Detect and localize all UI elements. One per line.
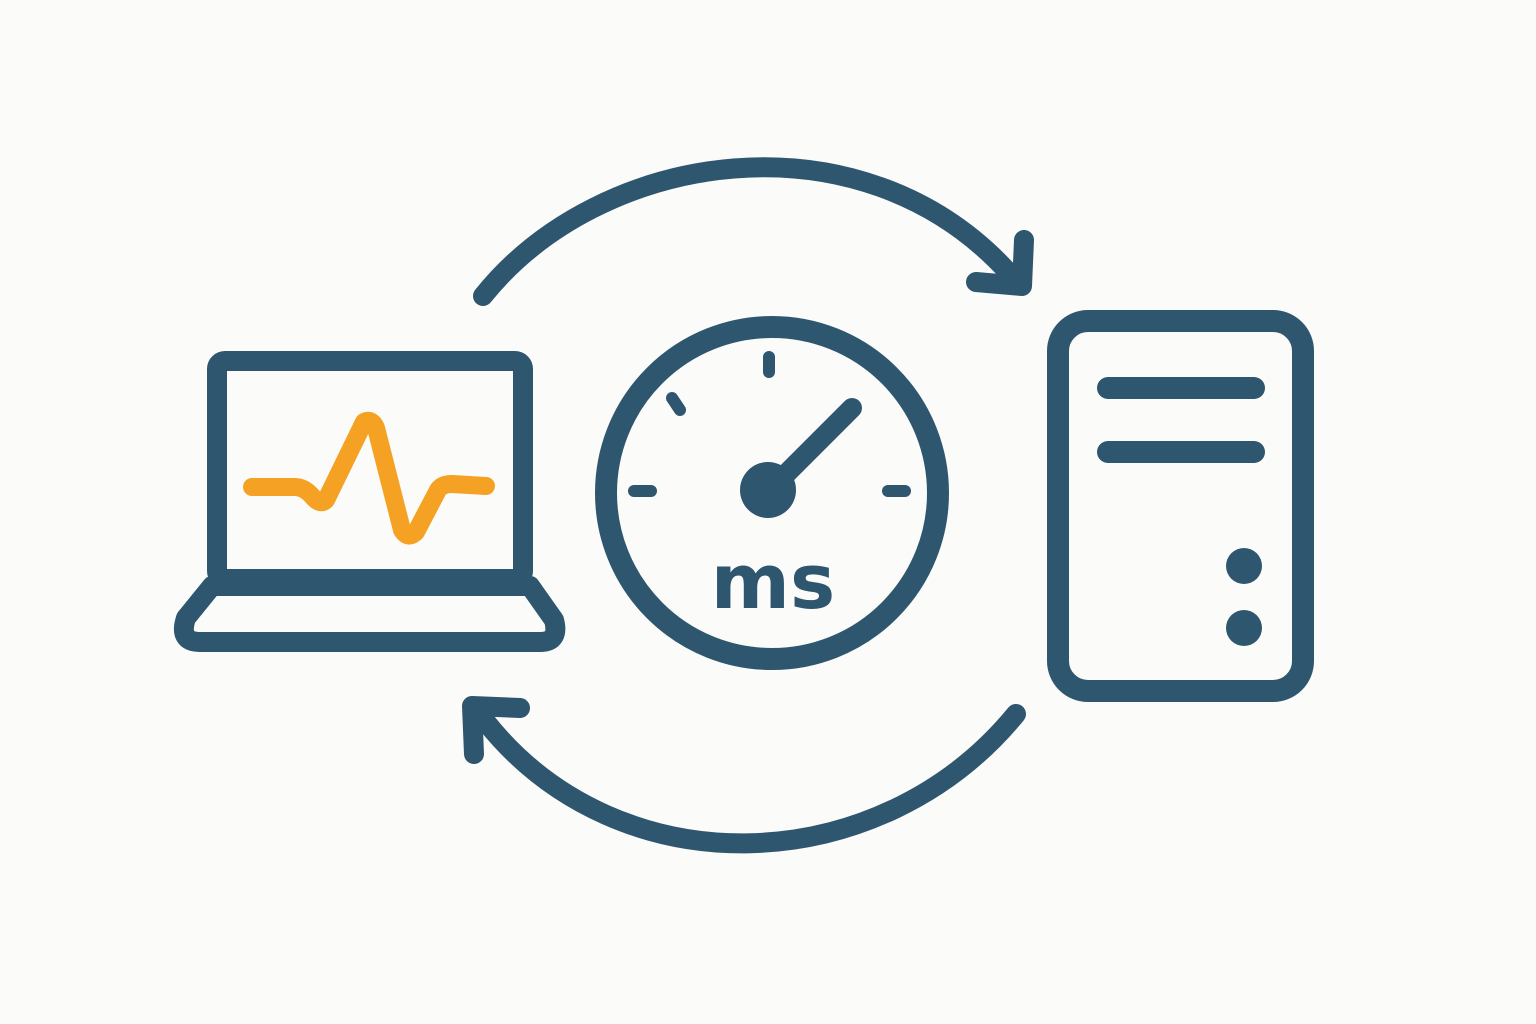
gauge-unit-label: ms bbox=[711, 537, 835, 626]
server-indicator-light-2 bbox=[1226, 610, 1262, 646]
heartbeat-waveform-icon bbox=[243, 411, 495, 545]
curved-arrow-left-icon bbox=[462, 696, 1026, 854]
gauge-hub bbox=[740, 462, 796, 518]
curved-arrow-right-icon bbox=[473, 157, 1034, 306]
laptop-icon bbox=[173, 351, 566, 652]
server-tower-icon bbox=[1047, 310, 1314, 702]
server-indicator-light-1 bbox=[1226, 548, 1262, 584]
stopwatch-gauge-icon: ms bbox=[595, 316, 949, 670]
gauge-tick-upper-left bbox=[666, 392, 686, 416]
